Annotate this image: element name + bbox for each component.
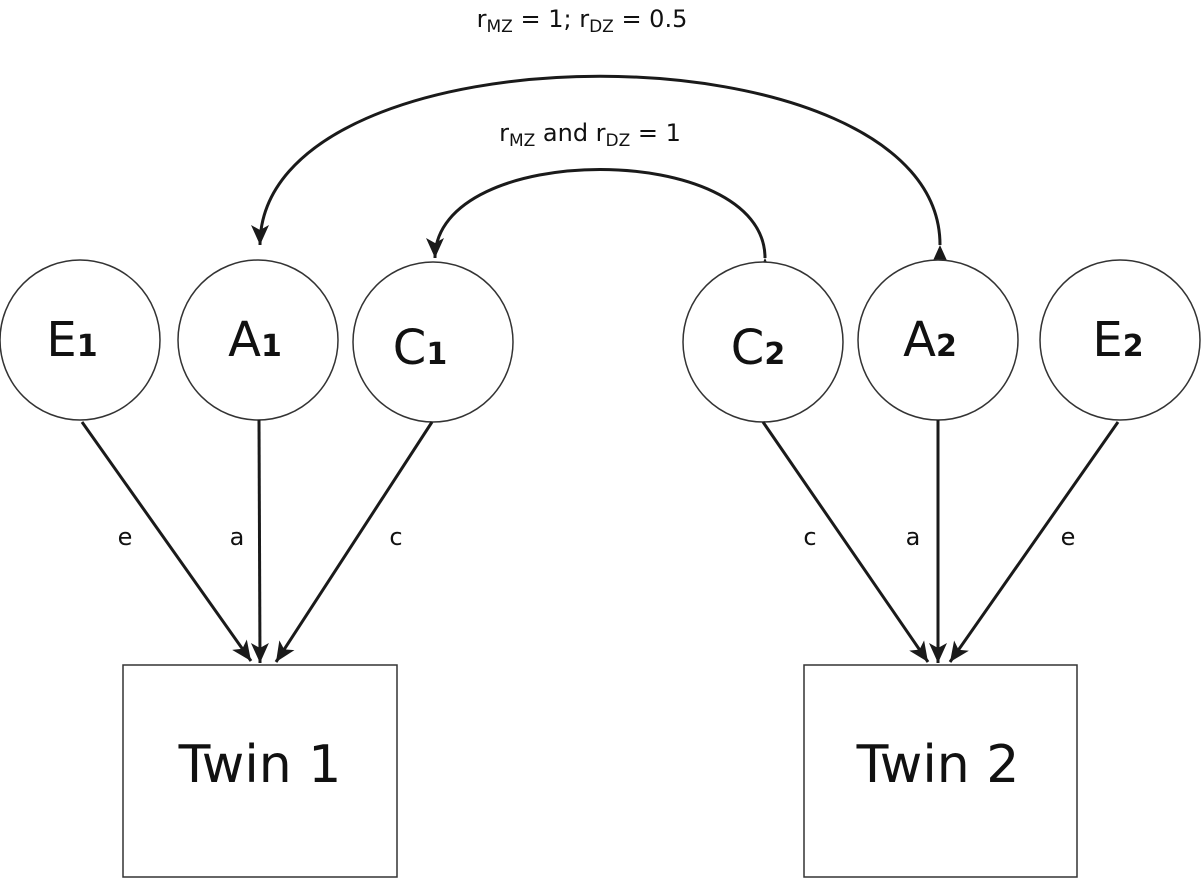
additive-correlation-curve: [251, 74, 950, 266]
path-arrow-c1: [274, 421, 434, 663]
additive-correlation-label: rMZ = 1; rDZ = 0.5: [477, 5, 688, 37]
factor-node-e1: E1: [0, 259, 161, 421]
path-arrow-e2: [948, 421, 1120, 663]
svg-text:C1: C1: [393, 320, 447, 376]
path-arrow-a1: [250, 419, 269, 664]
factor-node-a2: A2: [857, 259, 1019, 421]
common-env-correlation-curve: [426, 168, 775, 279]
path-label-a1: a: [230, 523, 245, 551]
common-env-correlation-label: rMZ and rDZ = 1: [499, 119, 681, 151]
twin1-label: Twin 1: [178, 735, 342, 795]
svg-text:C2: C2: [731, 320, 785, 376]
twin2-label: Twin 2: [856, 735, 1020, 795]
svg-text:A1: A1: [228, 312, 282, 368]
path-label-c1: c: [389, 523, 402, 551]
path-arrow-c2: [761, 421, 930, 663]
svg-text:E2: E2: [1092, 312, 1143, 368]
twin1-box: Twin 1: [122, 664, 398, 878]
factor-node-e2: E2: [1039, 259, 1201, 421]
twin2-box: Twin 2: [803, 664, 1078, 878]
svg-text:A2: A2: [903, 312, 957, 368]
factor-node-a1: A1: [177, 259, 339, 421]
path-arrow-e1: [80, 421, 253, 662]
path-label-e1: e: [118, 523, 133, 551]
path-label-e2: e: [1061, 523, 1076, 551]
factor-node-c1: C1: [352, 261, 514, 423]
path-label-c2: c: [803, 523, 816, 551]
factor-node-c2: C2: [682, 261, 844, 423]
svg-text:E1: E1: [46, 312, 97, 368]
path-label-a2: a: [906, 523, 921, 551]
